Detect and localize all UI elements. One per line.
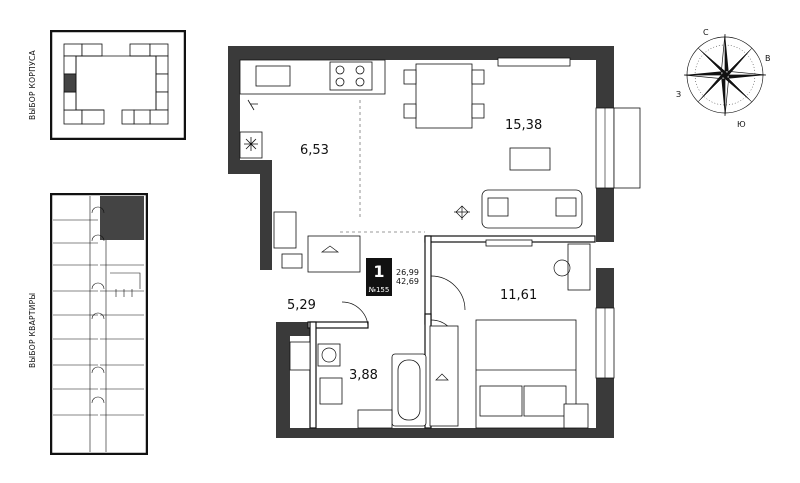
bathroom-area: 3,88: [349, 368, 378, 383]
living-area-value: 26,99: [396, 268, 419, 277]
kitchen-area: 6,53: [300, 143, 329, 158]
compass-south-label: Ю: [737, 120, 746, 129]
apartment-number: №155: [366, 284, 392, 296]
total-area-value: 42,69: [396, 277, 419, 286]
floor-plan: [228, 46, 641, 438]
rooms-count-badge: 1: [366, 258, 392, 286]
living-room-area: 15,38: [505, 118, 543, 133]
hall-area: 5,29: [287, 298, 316, 313]
building-selector-label: ВЫБОР КОРПУСА: [28, 50, 37, 120]
compass-north-label: С: [703, 28, 709, 37]
apartment-areas: 26,99 42,69: [396, 268, 419, 286]
apartment-selector[interactable]: [50, 193, 148, 455]
compass-west-label: З: [676, 90, 682, 99]
apartment-selector-label: ВЫБОР КВАРТИРЫ: [28, 292, 37, 368]
compass-east-label: В: [765, 54, 771, 63]
bedroom-area: 11,61: [500, 288, 538, 303]
selected-apartment: [100, 196, 144, 240]
building-selector[interactable]: [50, 30, 186, 140]
compass-rose: [683, 33, 767, 117]
selected-building-section: [63, 73, 77, 93]
